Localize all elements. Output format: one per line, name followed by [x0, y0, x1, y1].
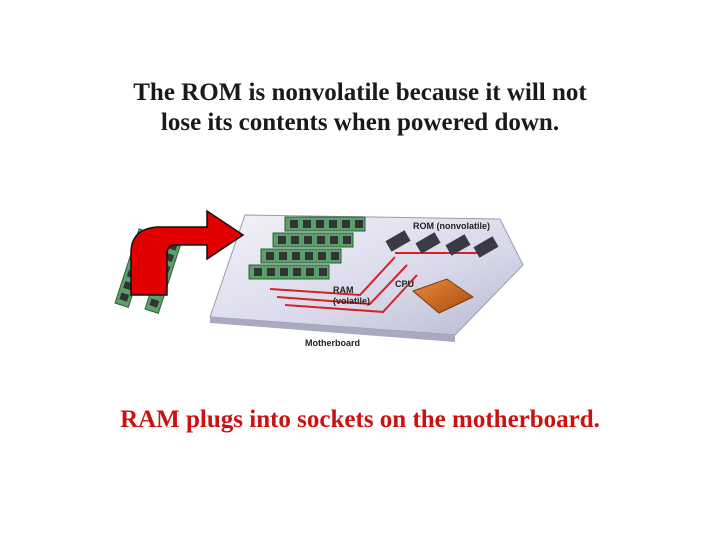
ram-module-installed	[272, 232, 354, 248]
ram-label: RAM	[333, 285, 354, 295]
rom-chip	[385, 230, 411, 252]
motherboard-edge	[210, 317, 455, 342]
motherboard-label: Motherboard	[305, 338, 360, 348]
insert-arrow-icon	[130, 209, 245, 296]
caption-line-1: The ROM is nonvolatile because it will n…	[133, 79, 587, 106]
rom-chip	[415, 232, 441, 254]
rom-chips	[385, 230, 499, 258]
motherboard-diagram: ROM (nonvolatile) CPU RAM (volatile) Mot…	[114, 209, 524, 348]
rom-label: ROM (nonvolatile)	[413, 221, 490, 231]
ram-sockets-caption: RAM plugs into sockets on the motherboar…	[120, 406, 600, 433]
ram-module-installed	[260, 248, 342, 264]
cpu-chip	[412, 278, 474, 314]
rom-chip	[445, 234, 471, 256]
rom-explanation-caption: The ROM is nonvolatile because it will n…	[60, 78, 660, 138]
ram-module-installed	[248, 264, 330, 280]
ram-volatile-label: (volatile)	[333, 296, 370, 306]
installed-ram-modules	[248, 216, 366, 280]
rom-chip	[473, 236, 499, 258]
circuit-traces	[269, 252, 480, 314]
caption-line-2: lose its contents when powered down.	[160, 109, 560, 136]
cpu-label: CPU	[395, 279, 414, 289]
ram-module-installed	[284, 216, 366, 232]
